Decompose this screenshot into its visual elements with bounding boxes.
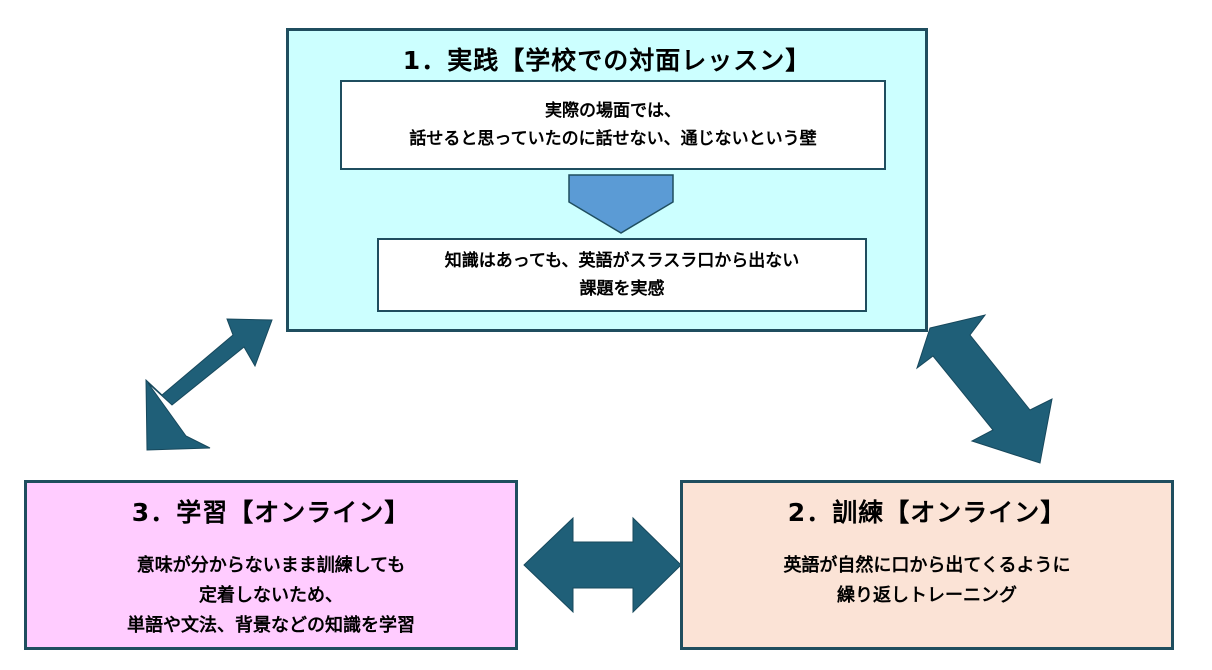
training-line-1: 英語が自然に口から出てくるように <box>783 555 1071 576</box>
learning-box: 3．学習【オンライン】 意味が分からないまま訓練しても 定着しないため、 単語や… <box>24 480 518 650</box>
learning-line-2: 定着しないため、 <box>199 585 343 606</box>
learning-training-arrow <box>523 516 682 614</box>
training-line-2: 繰り返しトレーニング <box>837 585 1017 606</box>
realization-line-2: 課題を実感 <box>579 279 665 299</box>
down-arrow-shape <box>568 174 674 234</box>
training-body: 英語が自然に口から出てくるように 繰り返しトレーニング <box>683 551 1171 611</box>
practice-training-arrow <box>916 314 1053 464</box>
learning-line-1: 意味が分からないまま訓練しても <box>136 555 406 576</box>
realization-box: 知識はあっても、英語がスラスラ口から出ない 課題を実感 <box>377 238 867 312</box>
practice-box: 1．実践【学校での対面レッスン】 実際の場面では、 話せると思っていたのに話せな… <box>286 28 928 332</box>
learning-body: 意味が分からないまま訓練しても 定着しないため、 単語や文法、背景などの知識を学… <box>27 551 515 641</box>
learning-line-3: 単語や文法、背景などの知識を学習 <box>127 615 415 636</box>
training-box: 2．訓練【オンライン】 英語が自然に口から出てくるように 繰り返しトレーニング <box>680 480 1174 650</box>
realization-line-1: 知識はあっても、英語がスラスラ口から出ない <box>444 251 800 271</box>
training-title: 2．訓練【オンライン】 <box>787 498 1067 527</box>
learning-practice-arrow <box>145 318 273 451</box>
problem-line-1: 実際の場面では、 <box>545 101 681 121</box>
down-arrow <box>568 174 674 234</box>
problem-box: 実際の場面では、 話せると思っていたのに話せない、通じないという壁 <box>340 80 886 170</box>
problem-line-2: 話せると思っていたのに話せない、通じないという壁 <box>409 129 817 149</box>
learning-title: 3．学習【オンライン】 <box>131 498 411 527</box>
practice-title: 1．実践【学校での対面レッスン】 <box>402 46 812 75</box>
